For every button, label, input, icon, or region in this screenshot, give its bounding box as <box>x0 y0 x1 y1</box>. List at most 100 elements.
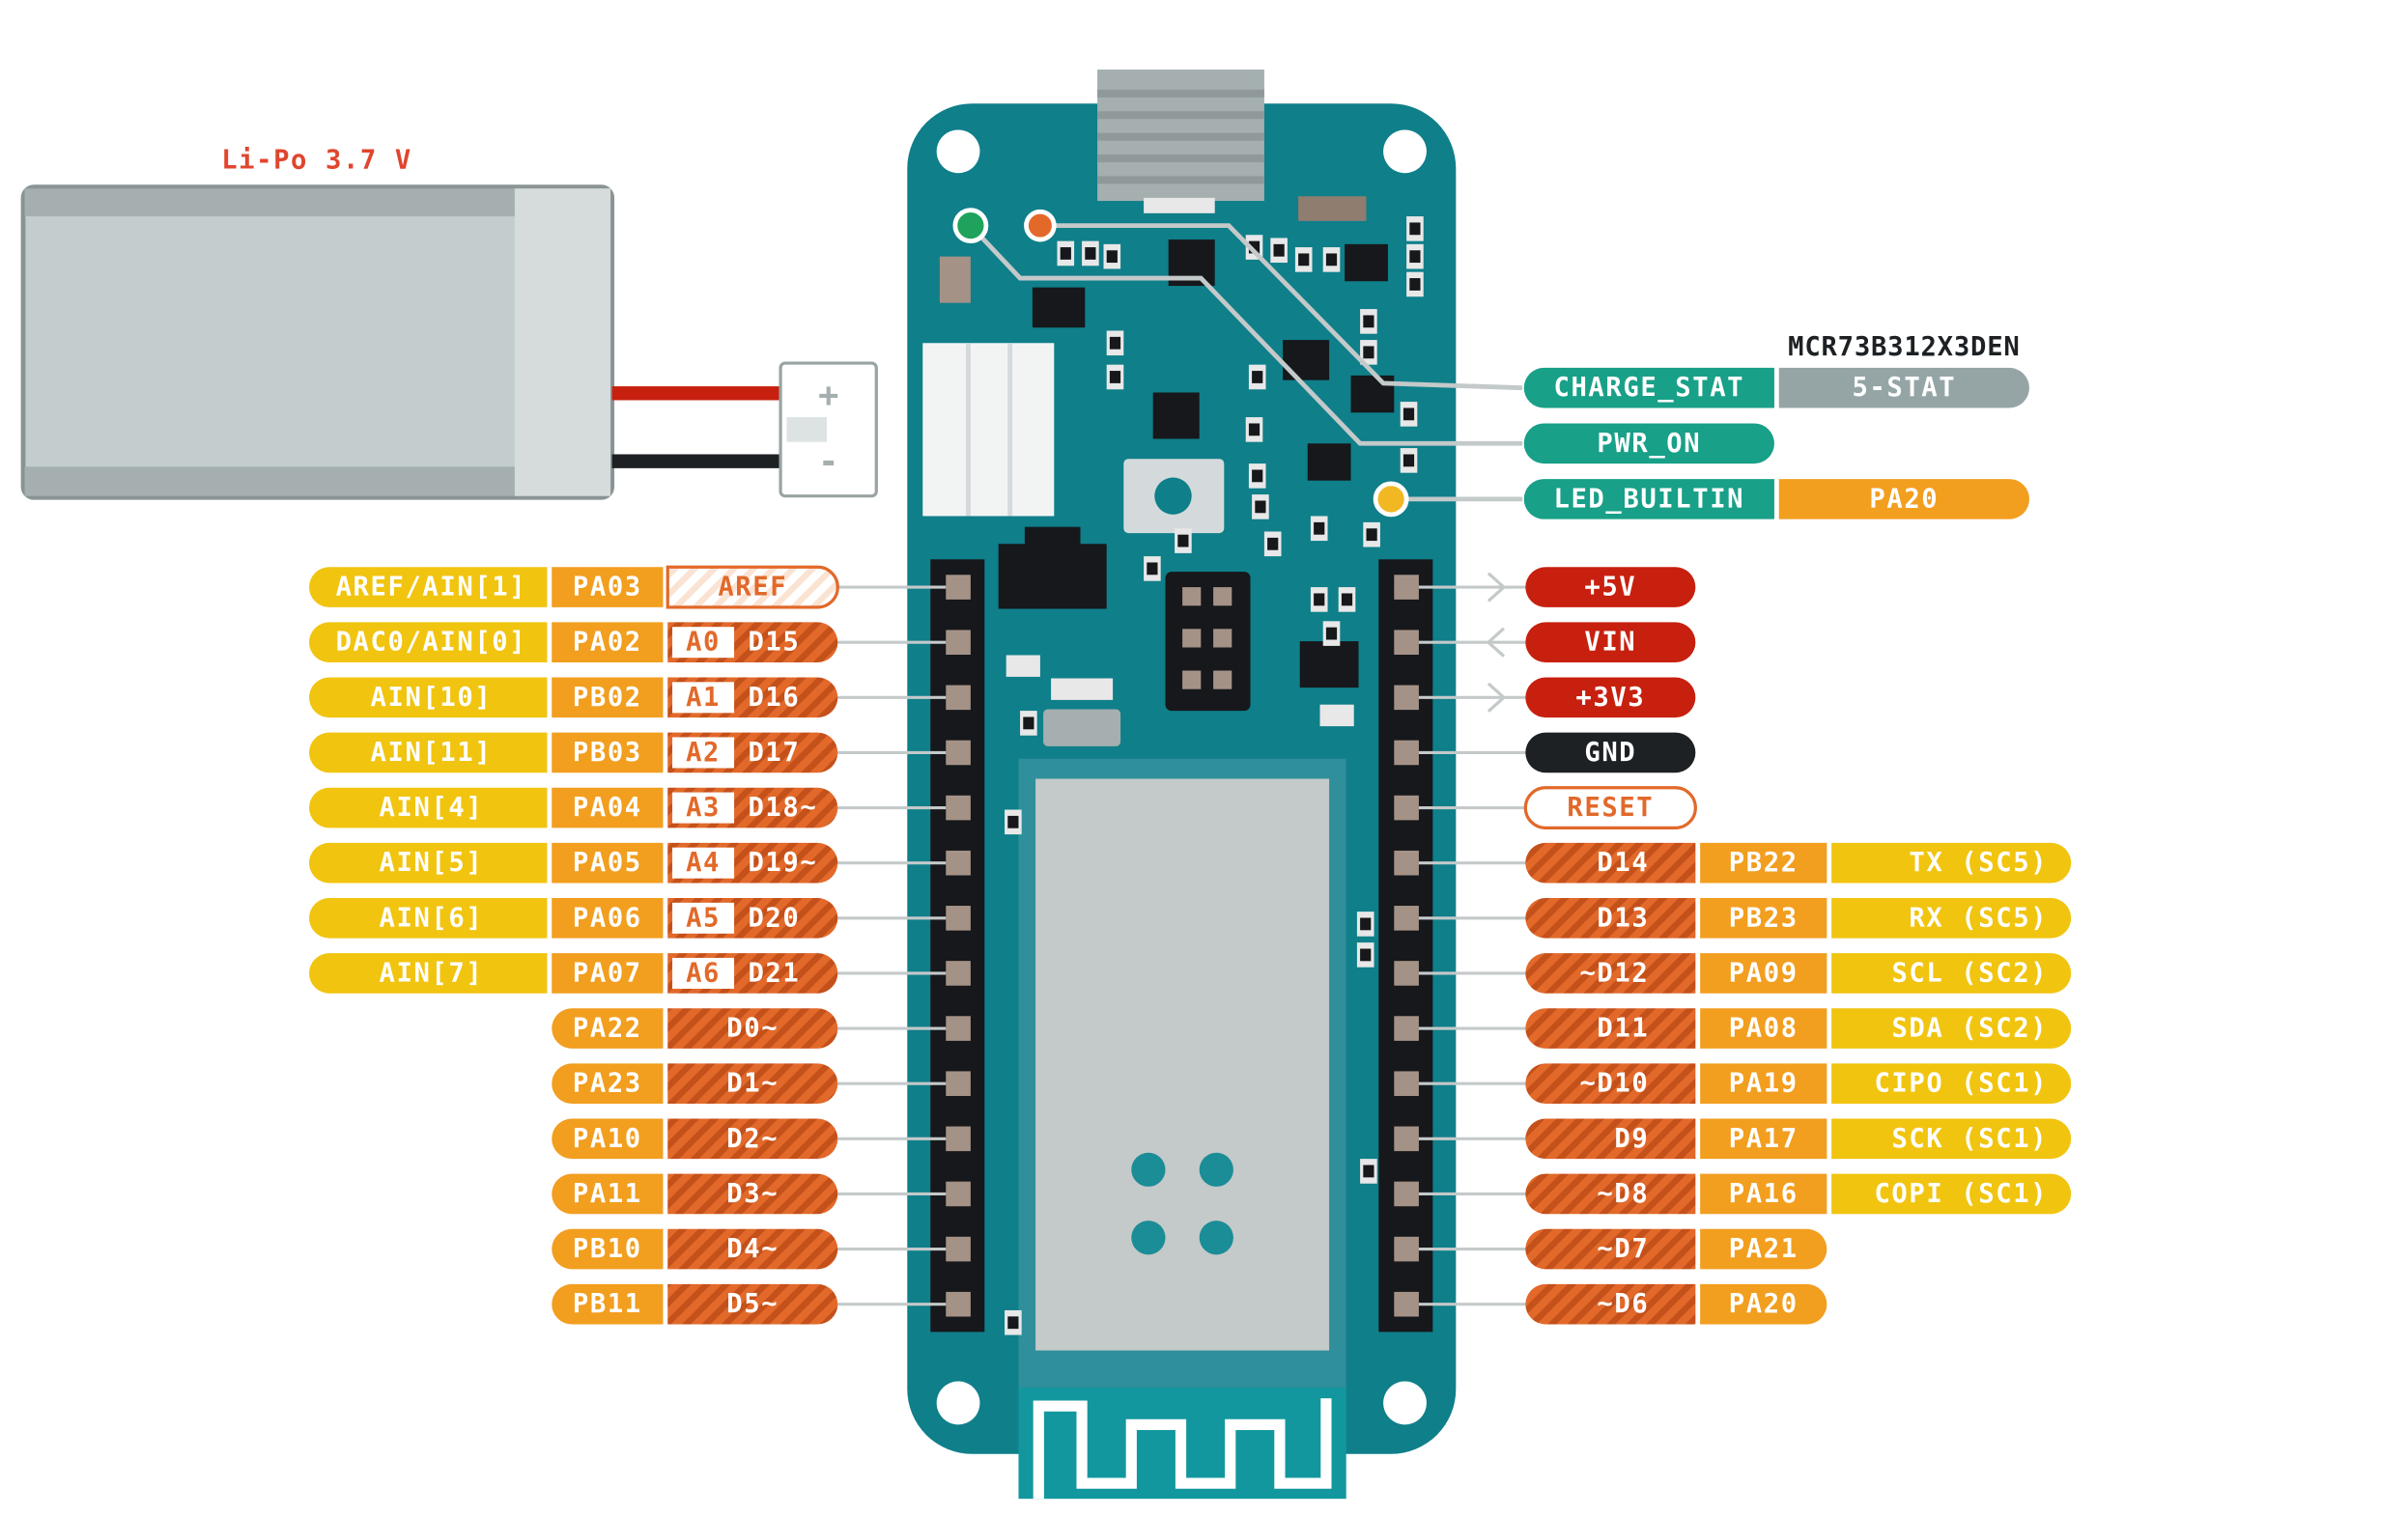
status-pin-extra: PA20 <box>1869 484 1939 514</box>
smd-cap-core <box>1363 315 1374 328</box>
icsp-pin <box>1213 670 1232 689</box>
func-badge <box>1831 1008 2072 1049</box>
smd-cap-core <box>1255 500 1266 514</box>
power-badge <box>1525 677 1696 718</box>
header-pin <box>946 630 971 656</box>
right-header-strip <box>1378 559 1433 1333</box>
func-badge <box>309 677 548 718</box>
left-header-pins <box>946 575 971 1317</box>
smd-cap-core <box>1298 253 1310 267</box>
power-label: VIN <box>1584 628 1636 658</box>
led-power-green <box>952 208 989 244</box>
header-pin <box>1394 685 1419 711</box>
port-label: PA03 <box>573 573 642 603</box>
red-wire <box>611 386 782 401</box>
header-pin <box>946 1126 971 1152</box>
digital-badge <box>1525 953 1696 994</box>
smd-cap-core <box>1314 521 1325 535</box>
status-pin-extra: 5-STAT <box>1852 373 1956 403</box>
status-pin-name: LED_BUILTIN <box>1554 484 1745 514</box>
port-label: PA02 <box>573 628 642 658</box>
gnd-label: GND <box>1584 738 1636 768</box>
battery-body <box>20 184 615 500</box>
digital-label: ~D7 <box>1597 1234 1649 1264</box>
mount-hole-br <box>1383 1381 1427 1425</box>
port-badge <box>552 898 664 939</box>
smd-cap-core <box>1085 247 1096 260</box>
smd-cap-core <box>1314 593 1325 606</box>
func-badge <box>1831 898 2072 939</box>
smd-part <box>1345 243 1388 282</box>
power-arrow-icon <box>1486 627 1505 658</box>
smd-cap-core <box>1267 537 1279 550</box>
lipo-battery: Li-Po 3.7 V + - <box>20 145 878 500</box>
digital-label: D11 <box>1597 1014 1649 1044</box>
port-label: PA07 <box>573 958 642 988</box>
battery-bottom-band <box>24 466 611 496</box>
port-label: PA23 <box>573 1069 642 1099</box>
smd-cap-core <box>1360 917 1372 931</box>
func-label: AIN[11] <box>371 738 493 768</box>
header-pin <box>946 906 971 931</box>
smd-cap-core <box>1023 716 1034 730</box>
power-badge <box>1525 567 1696 607</box>
digital-badge <box>667 1283 838 1325</box>
func-badge <box>1831 1063 2072 1105</box>
digital-badge <box>1525 1283 1696 1325</box>
port-label: PA09 <box>1729 958 1799 988</box>
digital-label: D21 <box>748 958 800 988</box>
port-badge <box>552 677 664 718</box>
regulator-tab <box>1024 526 1081 546</box>
digital-label: ~D10 <box>1579 1069 1649 1099</box>
port-label: PB10 <box>573 1234 642 1264</box>
port-badge <box>1700 1228 1827 1270</box>
jst-plus: + <box>818 376 838 415</box>
smd-cap-core <box>1402 454 1415 467</box>
digital-label: D0~ <box>726 1014 779 1044</box>
smd-cap-core <box>1363 346 1374 359</box>
digital-badge <box>667 1008 838 1049</box>
func-label: DAC0/AIN[0] <box>336 628 527 658</box>
smd-part <box>1144 197 1215 213</box>
header-pin <box>946 795 971 821</box>
header-pin <box>1394 1126 1419 1152</box>
port-label: PB03 <box>573 738 642 768</box>
header-pin <box>946 1236 971 1262</box>
digital-label: D15 <box>748 628 800 658</box>
port-badge <box>552 953 664 994</box>
status-pin-name: PWR_ON <box>1597 429 1701 459</box>
aref-badge <box>666 565 839 609</box>
port-badge <box>1700 1283 1827 1325</box>
port-badge <box>552 842 664 884</box>
smd-cap-core <box>1252 469 1263 483</box>
smd-cap-core <box>1147 562 1158 576</box>
port-badge <box>552 1118 664 1160</box>
smd-cap-core <box>1109 371 1121 383</box>
func-badge <box>309 953 548 994</box>
func-label: RX (SC5) <box>1909 903 2048 933</box>
header-pin <box>1394 575 1419 600</box>
icsp-pin <box>1213 587 1232 606</box>
power-label: +5V <box>1584 573 1636 603</box>
right-header-pins <box>1394 575 1419 1317</box>
arduino-board <box>907 70 1523 1500</box>
reset-button-cap <box>1154 477 1192 515</box>
icsp-pin <box>1182 629 1202 648</box>
status-pin-extra-badge <box>1778 479 2029 519</box>
smd-part <box>1319 704 1354 727</box>
voltage-regulator <box>998 544 1107 609</box>
reset-badge <box>1523 786 1697 829</box>
digital-label: ~D12 <box>1579 958 1649 988</box>
status-pin-badge <box>1523 423 1774 464</box>
func-badge <box>309 787 548 828</box>
digital-badge <box>667 1228 838 1270</box>
jst-connector <box>779 361 878 498</box>
header-pin <box>1394 795 1419 821</box>
mount-hole-tr <box>1383 129 1427 174</box>
jst-connector-tab <box>786 417 828 442</box>
digital-label: D1~ <box>726 1069 779 1099</box>
battery-label: Li-Po 3.7 V <box>221 145 412 175</box>
pwr-on-trace <box>969 224 1523 446</box>
smd-cap-core <box>1248 423 1261 436</box>
